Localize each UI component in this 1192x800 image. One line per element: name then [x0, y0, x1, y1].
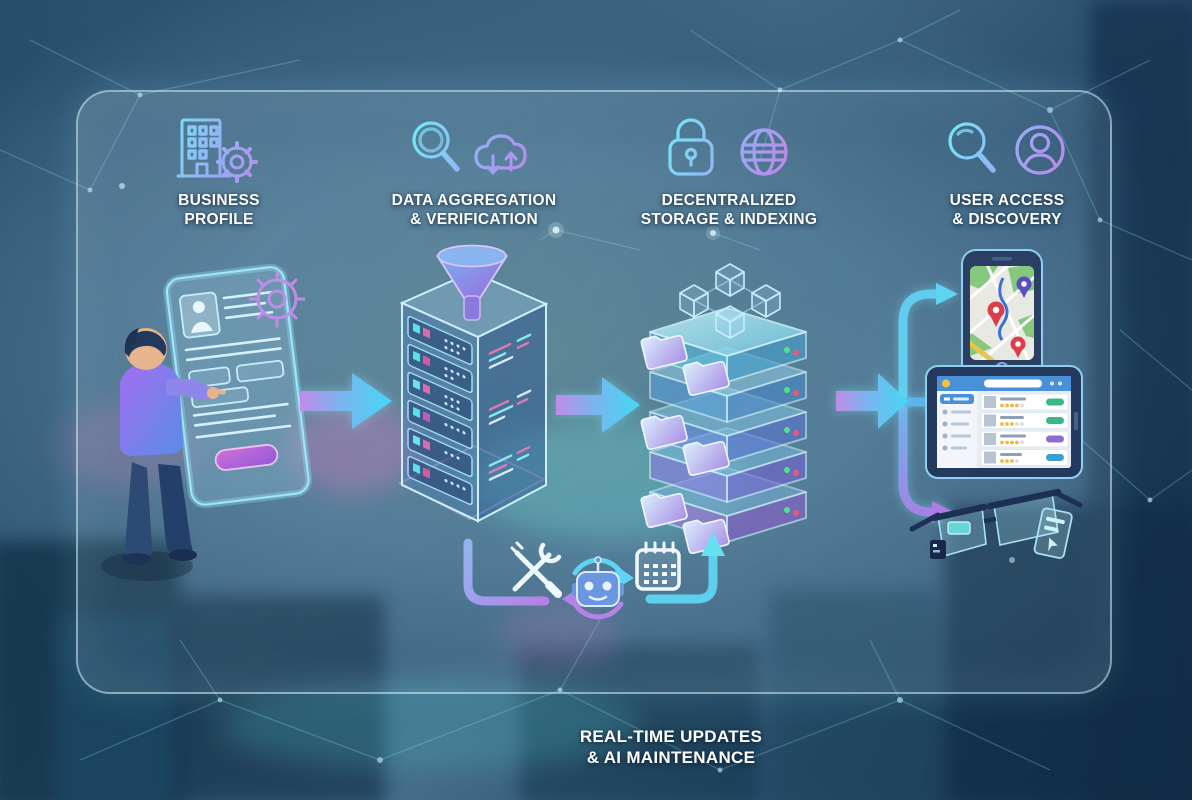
- feedback-label-line1: REAL-TIME UPDATES: [579, 727, 763, 746]
- stage-label-line1: BUSINESS: [178, 192, 260, 209]
- padlock-icon: [668, 118, 714, 176]
- stage-label-line1: USER ACCESS: [949, 192, 1065, 209]
- city-silhouette: [770, 590, 940, 800]
- stage-label-line1: DATA AGGREGATION: [391, 192, 557, 209]
- feedback-loop-label: REAL-TIME UPDATES & AI MAINTENANCE: [506, 726, 836, 768]
- city-silhouette: [175, 595, 385, 800]
- teal-bokeh-glow: [220, 680, 640, 770]
- building-icon: [176, 118, 232, 178]
- stage-icons: [412, 121, 527, 175]
- stage-user-access: USER ACCESS & DISCOVERY: [892, 110, 1122, 229]
- stage-label-line2: & DISCOVERY: [952, 210, 1062, 228]
- glass-panel: BUSINESS PROFILE: [76, 90, 1112, 767]
- stage-label-line2: STORAGE & INDEXING: [640, 210, 818, 228]
- stage-label-line1: DECENTRALIZED: [661, 192, 797, 209]
- stage-label: BUSINESS PROFILE: [178, 192, 260, 229]
- stage-icons: [948, 122, 1065, 175]
- stage-label-line2: & VERIFICATION: [410, 210, 538, 228]
- feedback-label-line2: & AI MAINTENANCE: [586, 748, 756, 767]
- cloud-sync-icon: [474, 134, 527, 175]
- city-silhouette: [520, 645, 760, 800]
- globe-icon: [740, 128, 788, 176]
- stage-label: DATA AGGREGATION & VERIFICATION: [392, 192, 557, 229]
- user-circle-icon: [1015, 125, 1065, 175]
- stage-business-profile: BUSINESS PROFILE: [114, 110, 324, 229]
- stage-label-line2: PROFILE: [184, 210, 254, 228]
- stage-decentralized-storage: DECENTRALIZED STORAGE & INDEXING: [599, 110, 859, 229]
- gear-icon: [216, 141, 258, 183]
- magnifier-icon: [948, 122, 996, 173]
- stage-label: USER ACCESS & DISCOVERY: [950, 192, 1065, 229]
- stage-data-aggregation: DATA AGGREGATION & VERIFICATION: [354, 110, 594, 229]
- magnifier-icon: [412, 121, 460, 172]
- stage-icons: [668, 118, 788, 176]
- stage-icons: [176, 118, 258, 183]
- stage-label: DECENTRALIZED STORAGE & INDEXING: [641, 192, 818, 229]
